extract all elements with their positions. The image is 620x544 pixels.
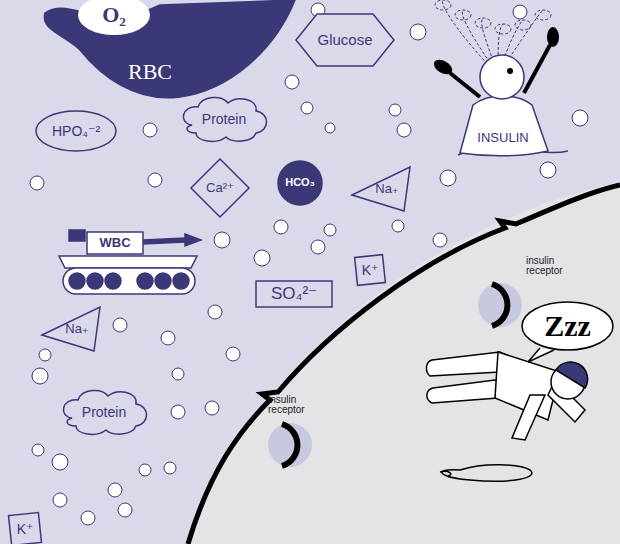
node-label: O₂ [78,0,150,35]
node-label: insulin receptor [268,390,328,420]
node-label: HCO₃ [277,160,323,206]
node-label: Glucose [295,12,395,68]
node-label: Ca²⁺ [190,158,250,218]
node-label: SO₄²⁻ [255,278,333,310]
node-label: WBC [87,232,143,254]
insulin-receptor: insulin receptor [250,390,350,480]
sodium-ion: Na₊ [350,165,412,213]
insulin-receptor-outline [250,390,350,480]
glucose-molecule: Glucose [295,12,395,68]
calcium-ion: Ca²⁺ [190,158,250,218]
protein-molecule: Protein [178,95,270,143]
oxygen-molecule: O₂ [78,0,150,35]
speech-bubble: Zzz [520,300,615,358]
sodium-ion: Na₊ [40,305,102,353]
phosphate-ion: HPO₄⁻² [35,110,117,152]
bicarbonate-ion: HCO₃ [277,160,323,206]
potassium-ion: K⁺ [354,254,386,286]
cell-membrane [188,185,620,544]
node-label: HPO₄⁻² [35,110,117,152]
sulfate-ion: SO₄²⁻ [255,278,333,310]
node-label: INSULIN [463,127,543,149]
node-label: Na₊ [52,305,102,353]
node-label: K⁺ [354,254,386,286]
node-label: K⁺ [8,512,42,544]
white-blood-cell-tank-outline [55,222,205,302]
node-label: Na₊ [362,165,412,213]
red-blood-cell: RBC O₂ [40,0,295,100]
insulin-figure: INSULIN [428,5,578,165]
node-label: insulin receptor [526,250,590,282]
node-label: Protein [58,388,150,436]
node-label: Protein [178,95,270,143]
potassium-ion: K⁺ [8,512,42,544]
white-blood-cell-tank: WBC [55,222,205,302]
node-label: Zzz [520,300,615,352]
sleeping-figure [426,352,587,481]
node-label: RBC [100,57,200,87]
cell-body [188,182,620,544]
protein-molecule: Protein [58,388,150,436]
